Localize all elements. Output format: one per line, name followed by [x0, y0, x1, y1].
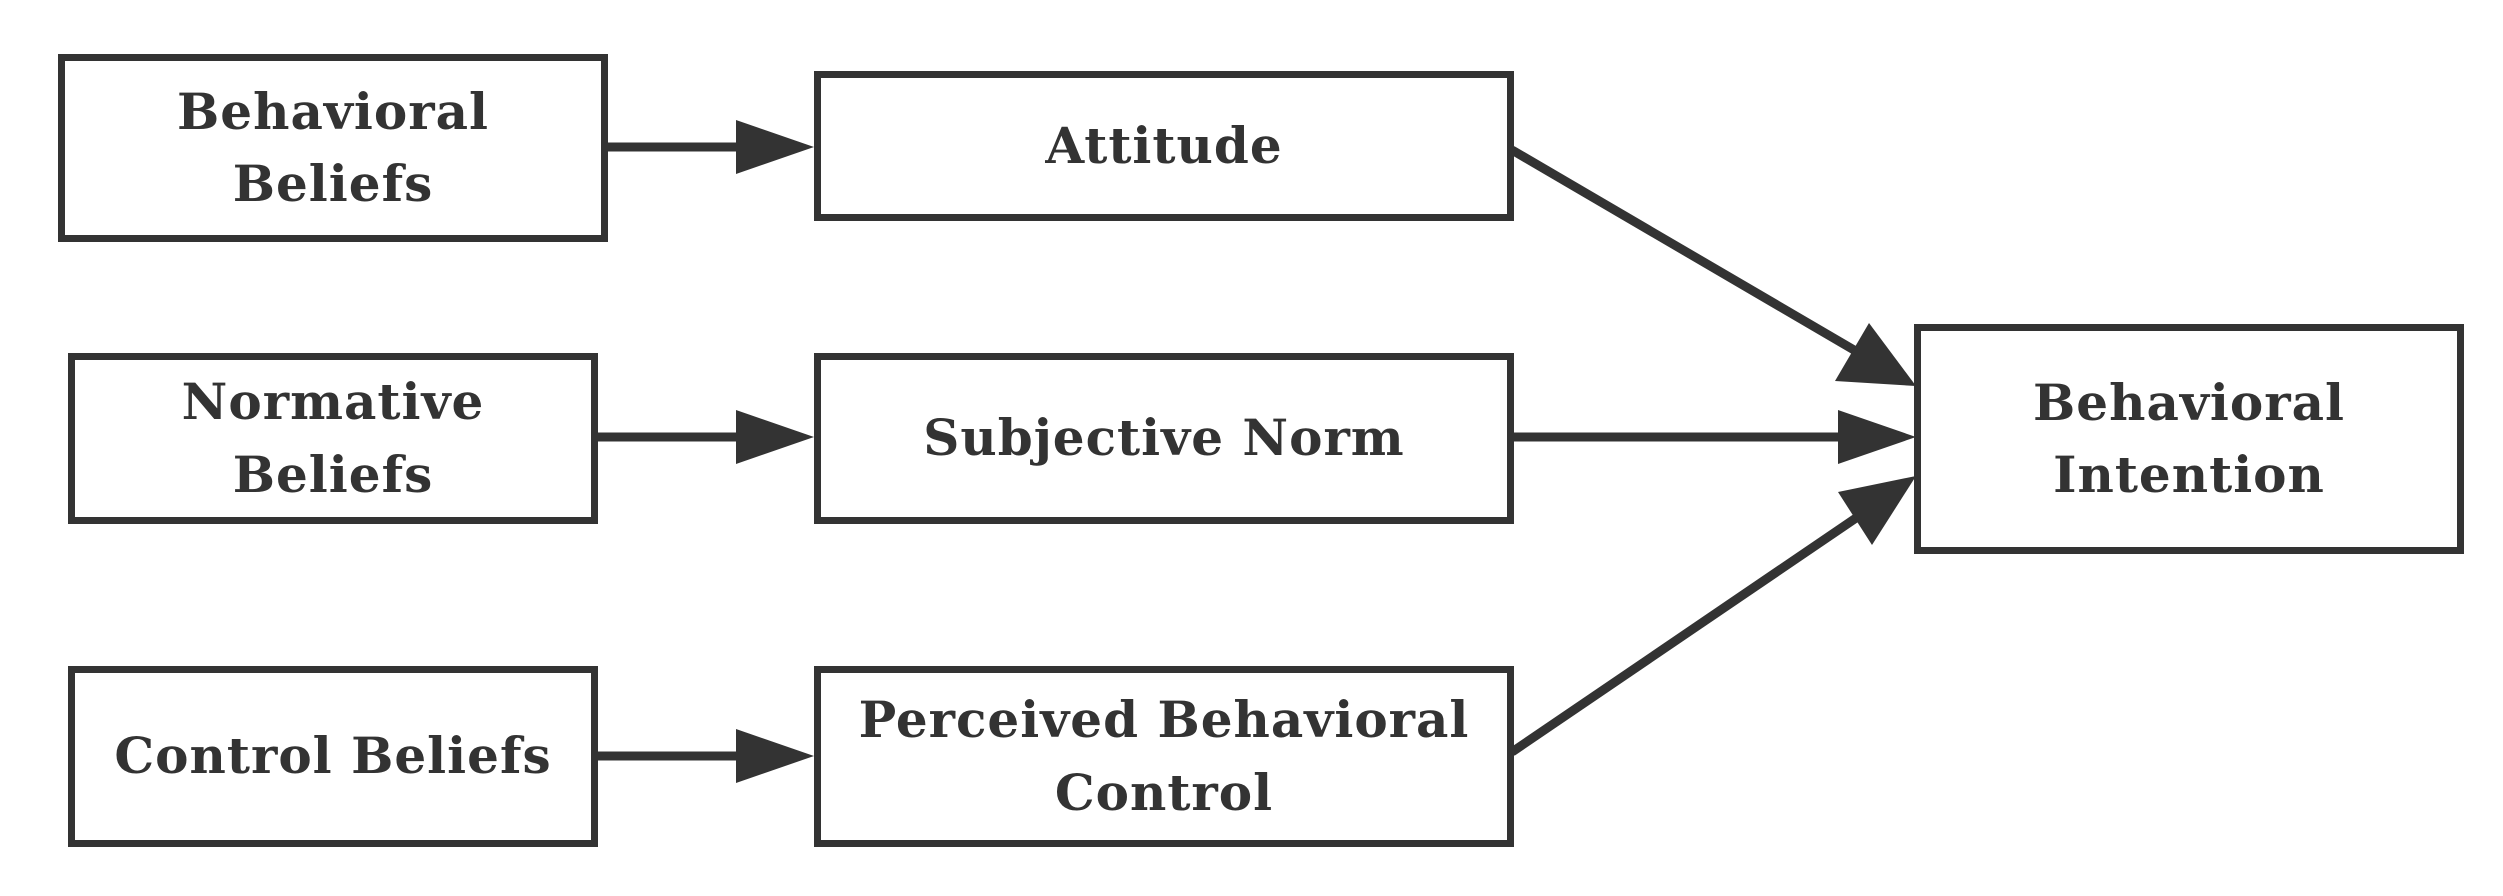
behavioral-intention-line1: Behavioral — [2033, 372, 2345, 432]
control-beliefs-label: Control Beliefs — [114, 726, 552, 786]
attitude-label: Attitude — [1045, 115, 1283, 175]
attitude-box: Attitude — [814, 71, 1514, 221]
normative-beliefs-line2: Beliefs — [232, 444, 434, 504]
behavioral-beliefs-line2: Beliefs — [232, 154, 434, 213]
control-beliefs-box: Control Beliefs — [68, 666, 598, 847]
arrowhead-intention-top — [1835, 323, 1916, 386]
behavioral-beliefs-line1: Behavioral — [177, 81, 489, 141]
behavioral-intention-box: Behavioral Intention — [1914, 324, 2464, 554]
pbc-line2: Control — [1054, 762, 1274, 822]
normative-beliefs-box: Normative Beliefs — [68, 353, 598, 524]
arrow-pbc-to-intention — [1509, 514, 1859, 756]
normative-beliefs-line1: Normative — [181, 372, 485, 431]
normative-beliefs-label: Normative Beliefs — [182, 366, 485, 511]
perceived-behavioral-control-label: Perceived Behavioral Control — [859, 684, 1470, 829]
pbc-line1: Perceived Behavioral — [858, 690, 1470, 749]
behavioral-beliefs-label: Behavioral Beliefs — [177, 76, 489, 221]
arrowhead-attitude — [736, 120, 814, 174]
behavioral-intention-line2: Intention — [2053, 445, 2325, 504]
perceived-behavioral-control-box: Perceived Behavioral Control — [814, 666, 1514, 847]
arrowhead-subjective-norm — [736, 410, 814, 464]
arrowhead-intention-bottom — [1838, 476, 1916, 545]
subjective-norm-label: Subjective Norm — [923, 408, 1405, 468]
behavioral-intention-label: Behavioral Intention — [2033, 367, 2345, 512]
subjective-norm-box: Subjective Norm — [814, 353, 1514, 524]
arrowhead-intention-middle — [1838, 410, 1916, 464]
arrowhead-pbc — [736, 729, 814, 783]
behavioral-beliefs-box: Behavioral Beliefs — [58, 54, 608, 242]
arrow-attitude-to-intention — [1509, 146, 1857, 354]
